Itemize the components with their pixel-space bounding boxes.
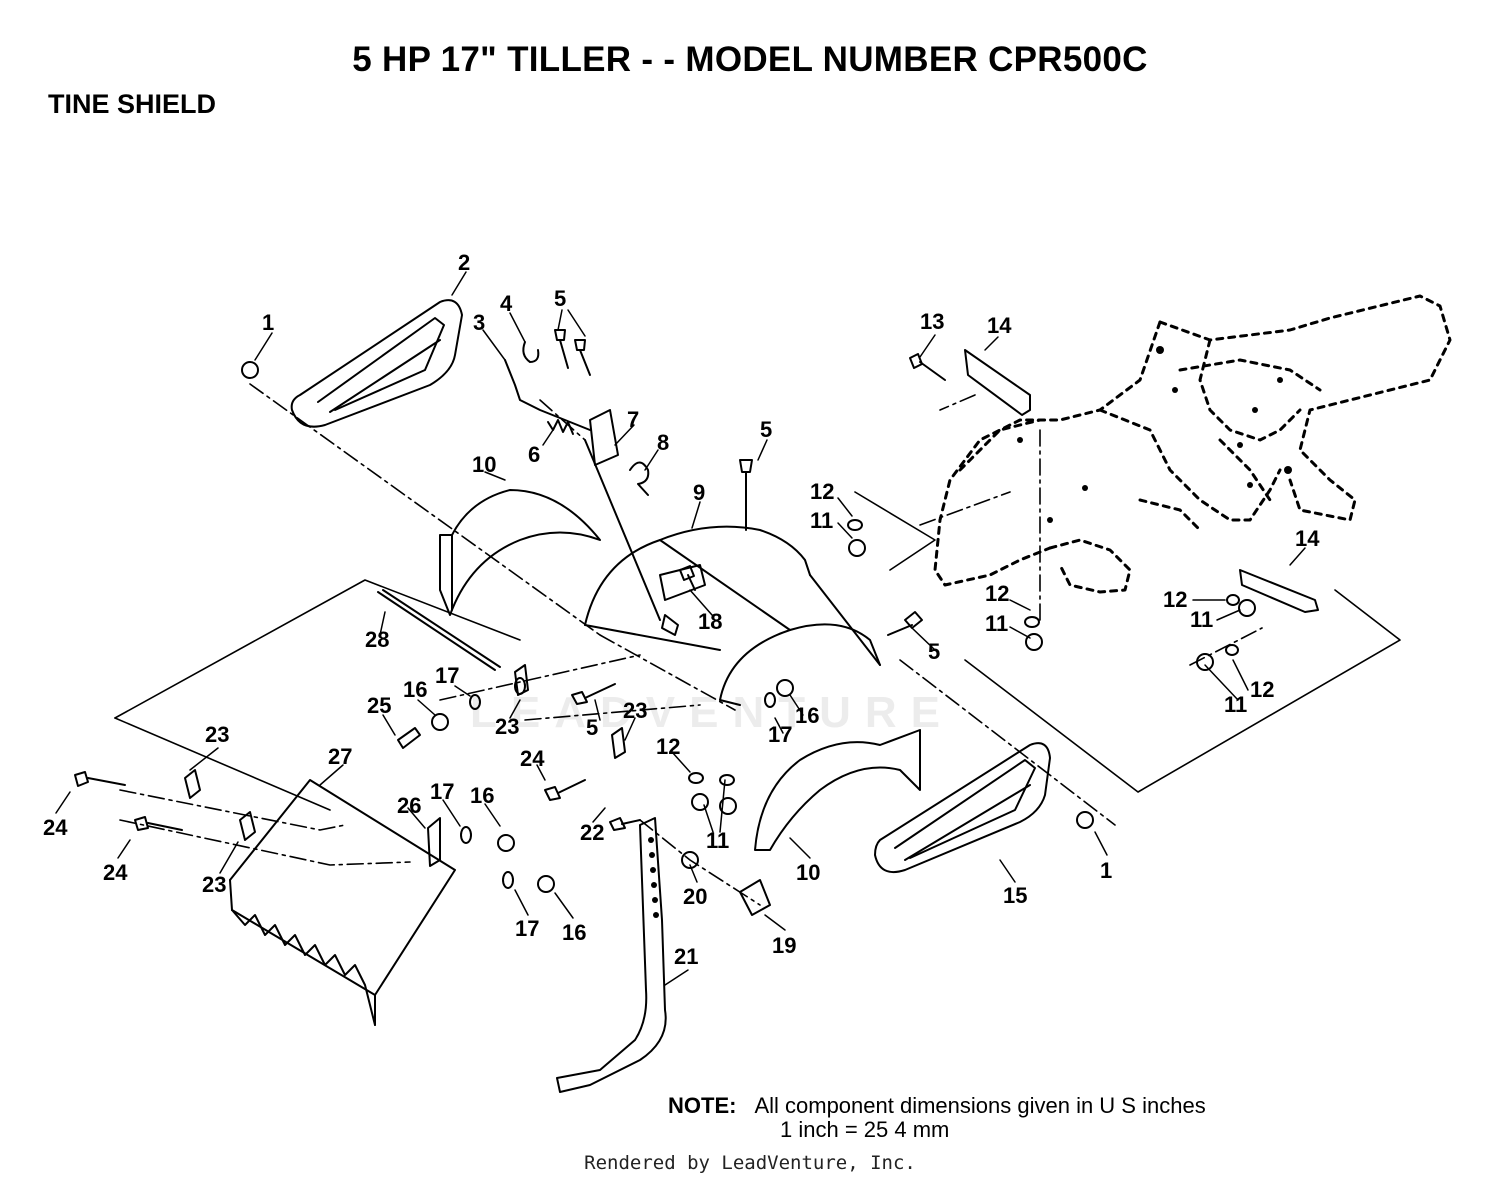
note-line-2: 1 inch = 25 4 mm	[780, 1117, 950, 1142]
callout-5c: 5	[928, 639, 940, 664]
callout-16a: 16	[403, 677, 427, 702]
callout-23b: 23	[623, 698, 647, 723]
axle-rod	[377, 589, 501, 671]
render-credit: Rendered by LeadVenture, Inc.	[584, 1152, 916, 1174]
callout-28: 28	[365, 627, 389, 652]
callout-17b: 17	[768, 722, 792, 747]
callout-12c: 12	[1163, 587, 1187, 612]
tine-shield-flap	[229, 779, 456, 1026]
callout-17c: 17	[430, 779, 454, 804]
callout-5a: 5	[554, 286, 566, 311]
control-rod	[504, 341, 661, 621]
panel-reference-lines	[114, 491, 1401, 811]
callout-12d: 12	[1250, 677, 1274, 702]
callout-1a: 1	[262, 310, 274, 335]
callout-2: 2	[458, 250, 470, 275]
callout-18: 18	[698, 609, 722, 634]
deflector-lower	[754, 729, 921, 851]
callout-26: 26	[397, 793, 421, 818]
callout-17d: 17	[515, 916, 539, 941]
callout-14a: 14	[987, 313, 1012, 338]
callout-22: 22	[580, 820, 604, 845]
alignment-lines	[119, 383, 1263, 906]
callout-4: 4	[500, 291, 513, 316]
callout-16c: 16	[470, 783, 494, 808]
frame-holes	[1017, 346, 1292, 523]
callout-12a: 12	[810, 479, 834, 504]
callout-3: 3	[473, 310, 485, 335]
depth-stake	[556, 817, 667, 1093]
dimensions-note: NOTE: All component dimensions given in U…	[668, 1093, 1206, 1142]
diagram-title: 5 HP 17" TILLER - - MODEL NUMBER CPR500C	[352, 40, 1148, 79]
callout-9: 9	[693, 480, 705, 505]
deflector-upper	[439, 489, 601, 616]
callout-24c: 24	[103, 860, 128, 885]
callout-14b: 14	[1295, 526, 1320, 551]
callout-6: 6	[528, 442, 540, 467]
callout-labels: 1 2 3 4 5 6 7 8 5 9 10 12 11 13 14 14 12…	[43, 250, 1320, 969]
note-label: NOTE:	[668, 1093, 737, 1118]
side-shield-left	[290, 299, 463, 428]
bracket-14-upper	[964, 349, 1031, 416]
callout-11e: 11	[706, 828, 729, 853]
callout-11c: 11	[1190, 607, 1213, 632]
nuts-washers	[184, 361, 1256, 916]
callout-12b: 12	[985, 581, 1009, 606]
callout-1b: 1	[1100, 858, 1112, 883]
callout-21: 21	[674, 944, 698, 969]
callout-20: 20	[683, 884, 707, 909]
leader-lines	[55, 271, 1306, 986]
callout-12e: 12	[656, 734, 680, 759]
depth-stake-holes	[648, 837, 659, 918]
callout-23c: 23	[205, 722, 229, 747]
callout-11b: 11	[985, 611, 1008, 636]
callout-10a: 10	[472, 452, 496, 477]
callout-25: 25	[367, 693, 391, 718]
callout-7: 7	[627, 407, 639, 432]
callout-24b: 24	[43, 815, 68, 840]
callout-27: 27	[328, 744, 352, 769]
callout-8: 8	[657, 430, 669, 455]
callout-13: 13	[920, 309, 944, 334]
side-shield-right	[874, 742, 1051, 874]
section-title: TINE SHIELD	[48, 89, 217, 119]
callout-11a: 11	[810, 508, 833, 533]
callout-16d: 16	[562, 920, 586, 945]
bolts	[74, 329, 946, 831]
callout-19: 19	[772, 933, 796, 958]
note-line-1: All component dimensions given in U S in…	[754, 1093, 1206, 1118]
callout-17a: 17	[435, 663, 459, 688]
spring-6	[547, 419, 574, 435]
pivot-hook-8	[629, 461, 650, 496]
callout-23d: 23	[202, 872, 226, 897]
callout-15: 15	[1003, 883, 1027, 908]
callout-24a: 24	[520, 746, 545, 771]
callout-11d: 11	[1224, 692, 1247, 717]
callout-5d: 5	[586, 715, 598, 740]
tiller-frame-outline	[933, 294, 1452, 594]
callout-23a: 23	[495, 714, 519, 739]
callout-10b: 10	[796, 860, 820, 885]
callout-16b: 16	[795, 703, 819, 728]
bracket-14-lower	[1239, 569, 1319, 613]
callout-5b: 5	[760, 417, 772, 442]
watermark-text: LEADVENTURE	[470, 688, 955, 737]
tine-hood	[584, 525, 881, 706]
